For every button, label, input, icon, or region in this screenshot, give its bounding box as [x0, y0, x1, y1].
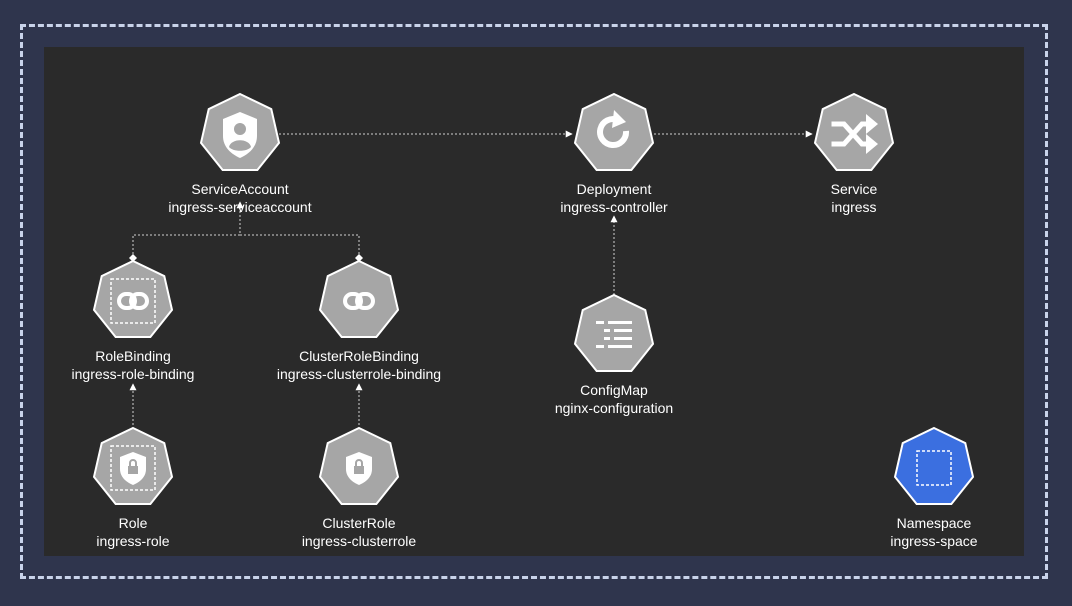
heptagon-shape — [573, 293, 655, 373]
edge-clusterrolebinding-to-serviceaccount — [240, 234, 363, 262]
name-text: ingress-role-binding — [71, 366, 195, 382]
node-role[interactable] — [92, 426, 174, 506]
user-shield-icon — [223, 112, 257, 158]
outer-dashed-frame — [20, 24, 1048, 579]
name-text: nginx-configuration — [554, 400, 674, 416]
node-clusterrolebinding[interactable] — [318, 259, 400, 339]
kind-text: Service — [830, 181, 878, 197]
node-rolebinding[interactable] — [92, 259, 174, 339]
node-serviceaccount[interactable] — [199, 92, 281, 172]
name-text: ingress-space — [890, 533, 978, 549]
list-icon — [596, 321, 632, 348]
node-namespace[interactable] — [893, 426, 975, 506]
name-text: ingress-clusterrole — [301, 533, 417, 549]
label-namespace: Namespace ingress-space — [824, 514, 1044, 550]
edges — [129, 130, 813, 425]
kind-text: RoleBinding — [95, 348, 171, 364]
shuffle-arrows-icon — [831, 114, 878, 154]
edge-rolebinding-to-serviceaccount — [129, 201, 244, 262]
label-service: Service ingress — [744, 180, 964, 216]
rotate-arrow-icon — [597, 110, 630, 148]
node-service[interactable] — [813, 92, 895, 172]
label-clusterrolebinding: ClusterRoleBinding ingress-clusterrole-b… — [249, 347, 469, 383]
node-clusterrole[interactable] — [318, 426, 400, 506]
name-text: ingress — [831, 199, 877, 215]
link-icon — [343, 292, 375, 310]
kind-text: Role — [118, 515, 148, 531]
link-boxed-icon — [110, 278, 156, 324]
name-text: ingress-clusterrole-binding — [276, 366, 442, 382]
node-deployment[interactable] — [573, 92, 655, 172]
label-role: Role ingress-role — [23, 514, 243, 550]
heptagon-shape — [893, 426, 975, 506]
kind-text: Deployment — [576, 181, 652, 197]
label-configmap: ConfigMap nginx-configuration — [504, 381, 724, 417]
kind-text: ConfigMap — [580, 382, 648, 398]
name-text: ingress-controller — [560, 199, 668, 215]
dashed-square-icon — [916, 450, 952, 486]
label-deployment: Deployment ingress-controller — [504, 180, 724, 216]
name-text: ingress-serviceaccount — [168, 199, 312, 215]
heptagon-shape — [573, 92, 655, 172]
label-serviceaccount: ServiceAccount ingress-serviceaccount — [130, 180, 350, 216]
kind-text: Namespace — [896, 515, 972, 531]
node-configmap[interactable] — [573, 293, 655, 373]
label-clusterrole: ClusterRole ingress-clusterrole — [249, 514, 469, 550]
kind-text: ServiceAccount — [191, 181, 289, 197]
kind-text: ClusterRole — [322, 515, 396, 531]
lock-shield-icon — [346, 452, 372, 485]
name-text: ingress-role — [96, 533, 170, 549]
label-rolebinding: RoleBinding ingress-role-binding — [23, 347, 243, 383]
kind-text: ClusterRoleBinding — [299, 348, 419, 364]
lock-shield-boxed-icon — [110, 445, 156, 491]
